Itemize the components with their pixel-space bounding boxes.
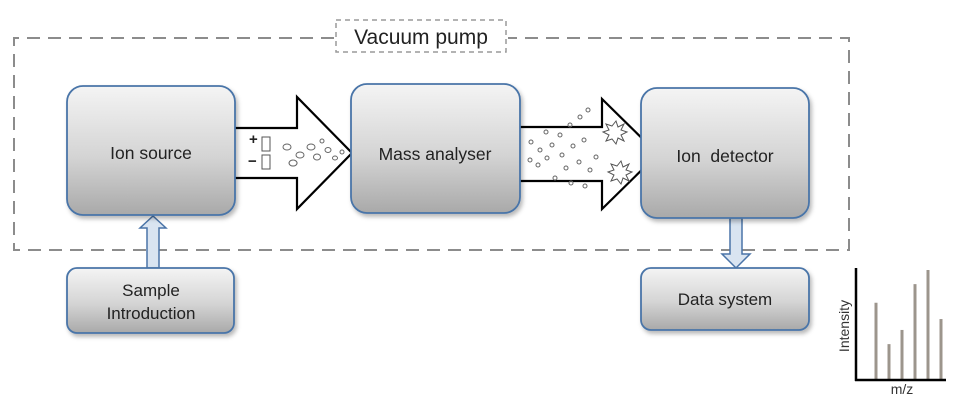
impact-burst-lower-icon [606, 159, 634, 186]
impact-burst-upper-icon [601, 119, 629, 146]
vacuum-pump-label-box: Vacuum pump [335, 19, 507, 53]
data-system-label: Data system [678, 290, 772, 309]
ion-source-label: Ion source [110, 143, 192, 163]
spectrum-y-label: Intensity [836, 300, 852, 352]
vacuum-chamber-border [13, 37, 850, 251]
arrow-detector-to-data-system [720, 217, 752, 270]
ion-particles-1 [282, 138, 345, 167]
sample-introduction-block: Sample Introduction [66, 267, 235, 334]
sample-label-line2: Introduction [107, 304, 196, 323]
arrow-to-mass-analyser: + − [232, 94, 354, 212]
ion-source-block: Ion source [66, 85, 236, 216]
plus-sign: + [249, 131, 258, 148]
ion-detector-block: Ion detector [640, 87, 810, 219]
ion-particles-2 [527, 107, 599, 189]
arrow-to-ion-detector [516, 96, 660, 212]
minus-sign: − [248, 153, 257, 170]
spectrum-plot: Intensity m/z [836, 268, 946, 396]
arrow-sample-to-ion-source [138, 214, 168, 269]
mass-analyser-block: Mass analyser [350, 83, 521, 214]
mass-analyser-label: Mass analyser [379, 144, 492, 164]
spectrum-x-label: m/z [891, 381, 914, 396]
sample-label-line1: Sample [122, 281, 180, 300]
data-system-block: Data system [640, 267, 810, 331]
ion-detector-label: Ion detector [676, 146, 773, 166]
vacuum-pump-label: Vacuum pump [354, 26, 488, 49]
spectrum-bars [874, 270, 943, 379]
